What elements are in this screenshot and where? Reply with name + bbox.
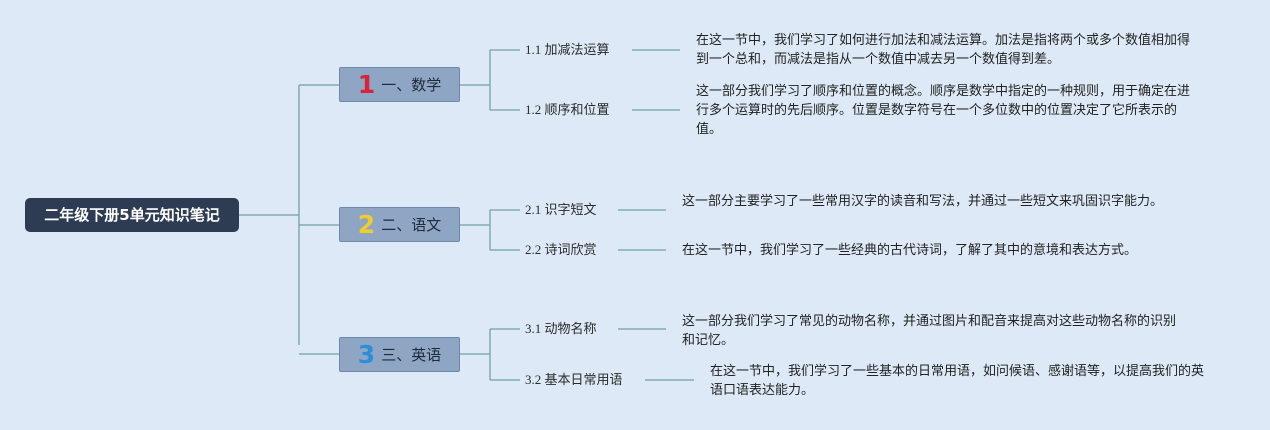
branch-label: 一、数学 <box>381 76 442 94</box>
subtopic-1-2[interactable]: 1.2 顺序和位置 <box>525 102 610 117</box>
note-3-1: 这一部分我们学习了常见的动物名称，并通过图片和配音来提高对这些动物名称的识别和记… <box>682 314 1177 348</box>
number-2-icon: 2 <box>357 210 376 239</box>
subtopic-3-2[interactable]: 3.2 基本日常用语 <box>525 372 623 387</box>
note-2-2: 在这一节中，我们学习了一些经典的古代诗词，了解了其中的意境和表达方式。 <box>682 243 1138 258</box>
subtopic-2-2[interactable]: 2.2 诗词欣赏 <box>525 242 597 257</box>
number-3-icon: 3 <box>357 340 376 369</box>
note-1-1: 在这一节中，我们学习了如何进行加法和减法运算。加法是指将两个或多个数值相加得到一… <box>696 33 1191 67</box>
subtopic-3-1[interactable]: 3.1 动物名称 <box>525 321 597 336</box>
branch-node-english[interactable]: 3 三、英语 <box>339 337 460 372</box>
subtopic-2-1[interactable]: 2.1 识字短文 <box>525 202 597 217</box>
branch-label: 二、语文 <box>381 216 442 234</box>
branch-label: 三、英语 <box>381 346 442 364</box>
number-1-icon: 1 <box>357 70 376 99</box>
note-1-2: 这一部分我们学习了顺序和位置的概念。顺序是数学中指定的一种规则，用于确定在进行多… <box>696 84 1191 137</box>
note-2-1: 这一部分主要学习了一些常用汉字的读音和写法，并通过一些短文来巩固识字能力。 <box>682 194 1164 209</box>
root-node[interactable]: 二年级下册5单元知识笔记 <box>25 198 239 232</box>
subtopic-1-1[interactable]: 1.1 加减法运算 <box>525 42 610 57</box>
note-3-2: 在这一节中，我们学习了一些基本的日常用语，如问候语、感谢语等，以提高我们的英语口… <box>710 364 1205 398</box>
branch-node-chinese[interactable]: 2 二、语文 <box>339 207 460 242</box>
branch-node-math[interactable]: 1 一、数学 <box>339 67 460 102</box>
